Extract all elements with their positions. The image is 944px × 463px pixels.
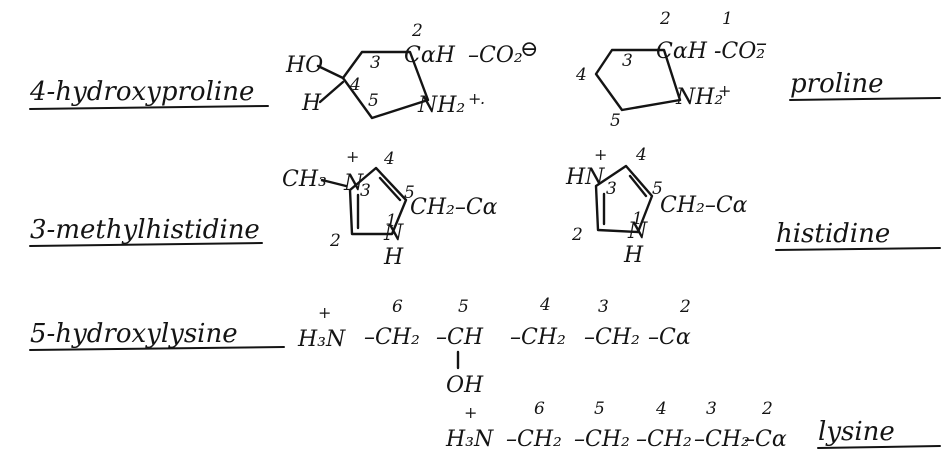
position-5: 5 [404,183,415,203]
charge-plus: + [594,145,607,164]
group-c3: –CH₂ [584,325,640,350]
position-4: 4 [383,149,395,169]
group-c5: –CH [436,325,484,350]
position-4: 4 [655,399,667,419]
group-ch2-ca: CH₂–Cα [660,193,748,218]
label-underline [29,346,285,351]
position-4: 4 [349,75,361,95]
dot: . [480,89,485,108]
double-bond-inner [378,176,402,202]
structure-proline: CαH -CO₂ – NH₂ + 1 2 3 4 5 [575,9,767,131]
atom-h3n: H₃N [297,327,346,352]
row-lysine: H₃N + –CH₂ –CH₂ –CH₂ –CH₂ –Cα 6 5 4 3 2 … [445,399,941,452]
position-2: 2 [659,9,671,29]
label-histidine: histidine [776,219,890,249]
label-underline [29,105,269,110]
label-underline [29,242,263,247]
position-2: 2 [329,231,341,251]
position-1: 1 [632,209,643,229]
atom-co2: -CO₂ [714,39,765,64]
structure-3-methylhistidine: CH₃ N + N H CH₂–Cα 1 2 3 4 5 [282,147,498,270]
position-4: 4 [635,145,647,165]
label-underline [817,445,941,449]
position-3: 3 [370,53,381,73]
group-c4: –CH₂ [510,325,566,350]
group-c6: –CH₂ [364,325,420,350]
charge-minus: ⊖ [520,37,538,62]
label-proline: proline [790,69,884,99]
bond-methyl [320,178,348,188]
structure-4-hydroxyproline: HO H CαH –CO₂ ⊖ NH₂ + . 2 3 4 5 [285,21,538,120]
charge-plus: + [346,147,359,166]
bond-ho [316,64,345,80]
position-2: 2 [571,225,583,245]
atom-h: H [623,243,644,268]
bond-h [318,80,345,104]
charge-plus: + [464,403,477,422]
position-3: 3 [706,399,717,419]
atom-co2: –CO₂ [468,43,523,68]
position-4: 4 [575,65,587,85]
group-c6: –CH₂ [506,427,562,452]
substituent-oh: OH [446,373,484,398]
atom-h: H [383,245,404,270]
position-5: 5 [610,111,621,131]
group-ch2-ca: CH₂–Cα [410,195,498,220]
position-5: 5 [594,399,605,419]
atom-h3n: H₃N [445,427,494,452]
group-c2: –Cα [648,325,691,350]
atom-ch3: CH₃ [282,167,327,192]
position-1: 1 [722,9,733,29]
label-lysine: lysine [818,417,895,447]
row-hydroxyproline: 4-hydroxyproline HO H CαH –CO₂ ⊖ NH₂ + .… [29,9,941,131]
atom-ca-h: CαH [656,39,708,64]
group-c5: –CH₂ [574,427,630,452]
position-5: 5 [652,179,663,199]
atom-nh2: NH₂ [417,93,465,118]
label-underline [789,97,941,101]
pyrrolidine-ring [594,48,682,112]
label-underline [775,247,941,251]
row-hydroxylysine: 5-hydroxylysine H₃N + –CH₂ –CH –CH₂ –CH₂… [29,295,691,398]
position-2: 2 [411,21,423,41]
atom-ho: HO [285,53,323,78]
position-3: 3 [606,179,617,199]
position-5: 5 [368,91,379,111]
pyrrolidine-ring [341,50,430,120]
atom-ca-h: CαH [404,43,456,68]
charge-plus: + [318,303,331,322]
position-3: 3 [598,297,609,317]
imidazole-ring [594,164,654,234]
position-3: 3 [360,181,371,201]
row-histidine: 3-methylhistidine CH₃ N + N H CH₂–Cα 1 2… [29,145,941,270]
imidazole-ring [348,166,408,236]
charge-plus: + [468,89,481,108]
atom-n1: N [383,221,404,246]
position-6: 6 [392,297,403,317]
double-bond-inner [628,174,648,198]
position-2: 2 [679,297,691,317]
position-6: 6 [534,399,545,419]
position-2: 2 [761,399,773,419]
position-5: 5 [458,297,469,317]
label-5-hydroxylysine: 5-hydroxylysine [30,319,238,349]
group-c4: –CH₂ [636,427,692,452]
charge-minus: – [756,31,767,56]
atom-hn: HN [565,165,605,190]
group-c2: –Cα [744,427,787,452]
label-3-methylhistidine: 3-methylhistidine [30,215,260,245]
position-4: 4 [539,295,551,315]
charge-plus: + [718,81,731,100]
structure-histidine: HN + N H CH₂–Cα 1 2 3 4 5 [565,145,748,268]
group-c3: –CH₂ [694,427,750,452]
atom-h: H [301,91,322,116]
label-4-hydroxyproline: 4-hydroxyproline [29,77,254,107]
atom-n1: N [627,219,648,244]
atom-nh2: NH₂ [675,85,723,110]
position-3: 3 [622,51,633,71]
atom-n3: N [343,171,364,196]
position-1: 1 [386,211,397,231]
